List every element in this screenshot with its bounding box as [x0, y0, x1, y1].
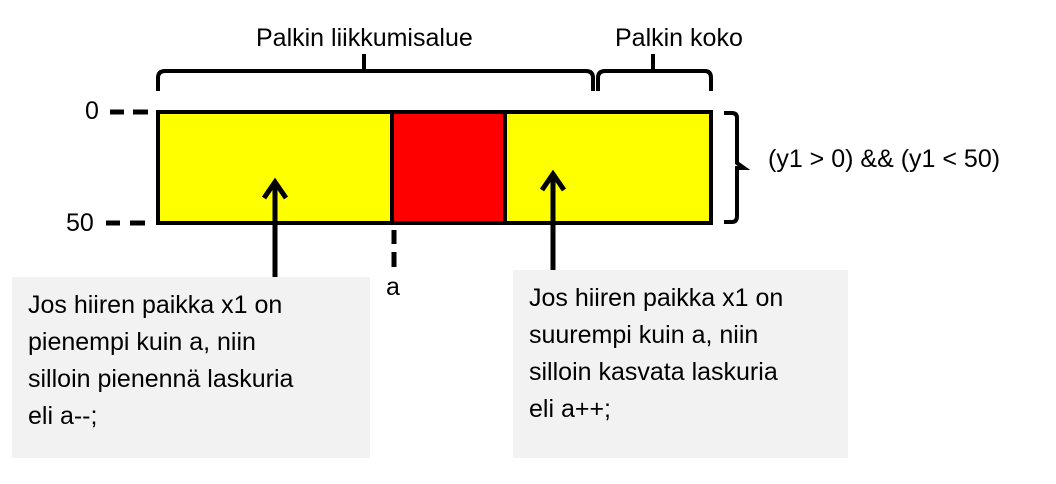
axis-label-top: 0 [85, 97, 99, 125]
note-increase: Jos hiiren paikka x1 on suurempi kuin a,… [513, 270, 848, 458]
note-line: eli a--; [28, 402, 98, 430]
note-line: Jos hiiren paikka x1 on [28, 291, 283, 319]
note-line: pienempi kuin a, niin [28, 328, 256, 356]
slider-thumb [390, 110, 507, 225]
axis-label-bottom: 50 [66, 209, 94, 237]
note-line: Jos hiiren paikka x1 on [529, 284, 784, 312]
note-line: silloin pienennä laskuria [28, 365, 294, 393]
range-label: Palkin liikkumisalue [256, 24, 473, 52]
note-line: eli a++; [529, 395, 612, 423]
marker-label: a [386, 273, 400, 301]
note-decrease: Jos hiiren paikka x1 on pienempi kuin a,… [12, 277, 370, 458]
axis-dashes [106, 109, 148, 226]
note-line: silloin kasvata laskuria [529, 358, 778, 386]
height-brace [724, 111, 751, 224]
size-brace [596, 54, 713, 91]
range-brace [156, 54, 595, 91]
size-label: Palkin koko [615, 24, 743, 52]
note-line: suurempi kuin a, niin [529, 321, 759, 349]
condition-label: (y1 > 0) && (y1 < 50) [768, 145, 1001, 173]
arrow-up-right-icon [539, 169, 567, 270]
arrow-up-left-icon [261, 177, 289, 278]
